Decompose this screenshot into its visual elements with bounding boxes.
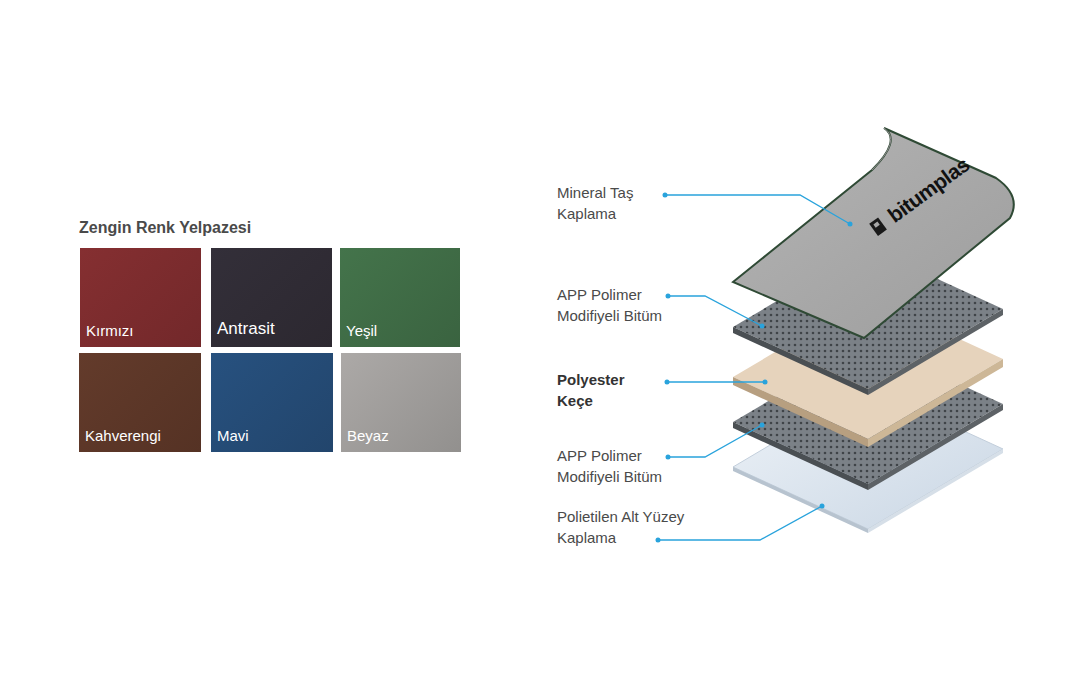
mineral-top-sheet [733,128,1014,338]
color-swatch: Kırmızı [80,248,201,347]
color-name: Yeşil [346,322,377,339]
color-name: Mavi [217,427,249,444]
callout-label: Mineral Taş Kaplama [557,182,657,224]
callout-label: Polietilen Alt Yüzey Kaplama [557,506,717,548]
section-title: Zengin Renk Yelpazesi [79,219,251,237]
callout-label: APP Polimer Modifiyeli Bitüm [557,284,682,326]
color-swatch: Beyaz [341,353,461,452]
brand-logo: bitumplas [884,153,973,226]
color-swatch: Kahverengi [79,353,201,452]
color-name: Antrasit [217,319,275,339]
color-swatch: Yeşil [340,248,460,347]
color-name: Kahverengi [85,427,161,444]
leader-lines [656,193,853,543]
color-swatch: Mavi [211,353,333,452]
color-name: Kırmızı [86,322,134,339]
color-name: Beyaz [347,427,389,444]
callout-label: APP Polimer Modifiyeli Bitüm [557,445,682,487]
color-swatch: Antrasit [211,248,332,347]
callout-label: Polyester Keçe [557,369,647,411]
